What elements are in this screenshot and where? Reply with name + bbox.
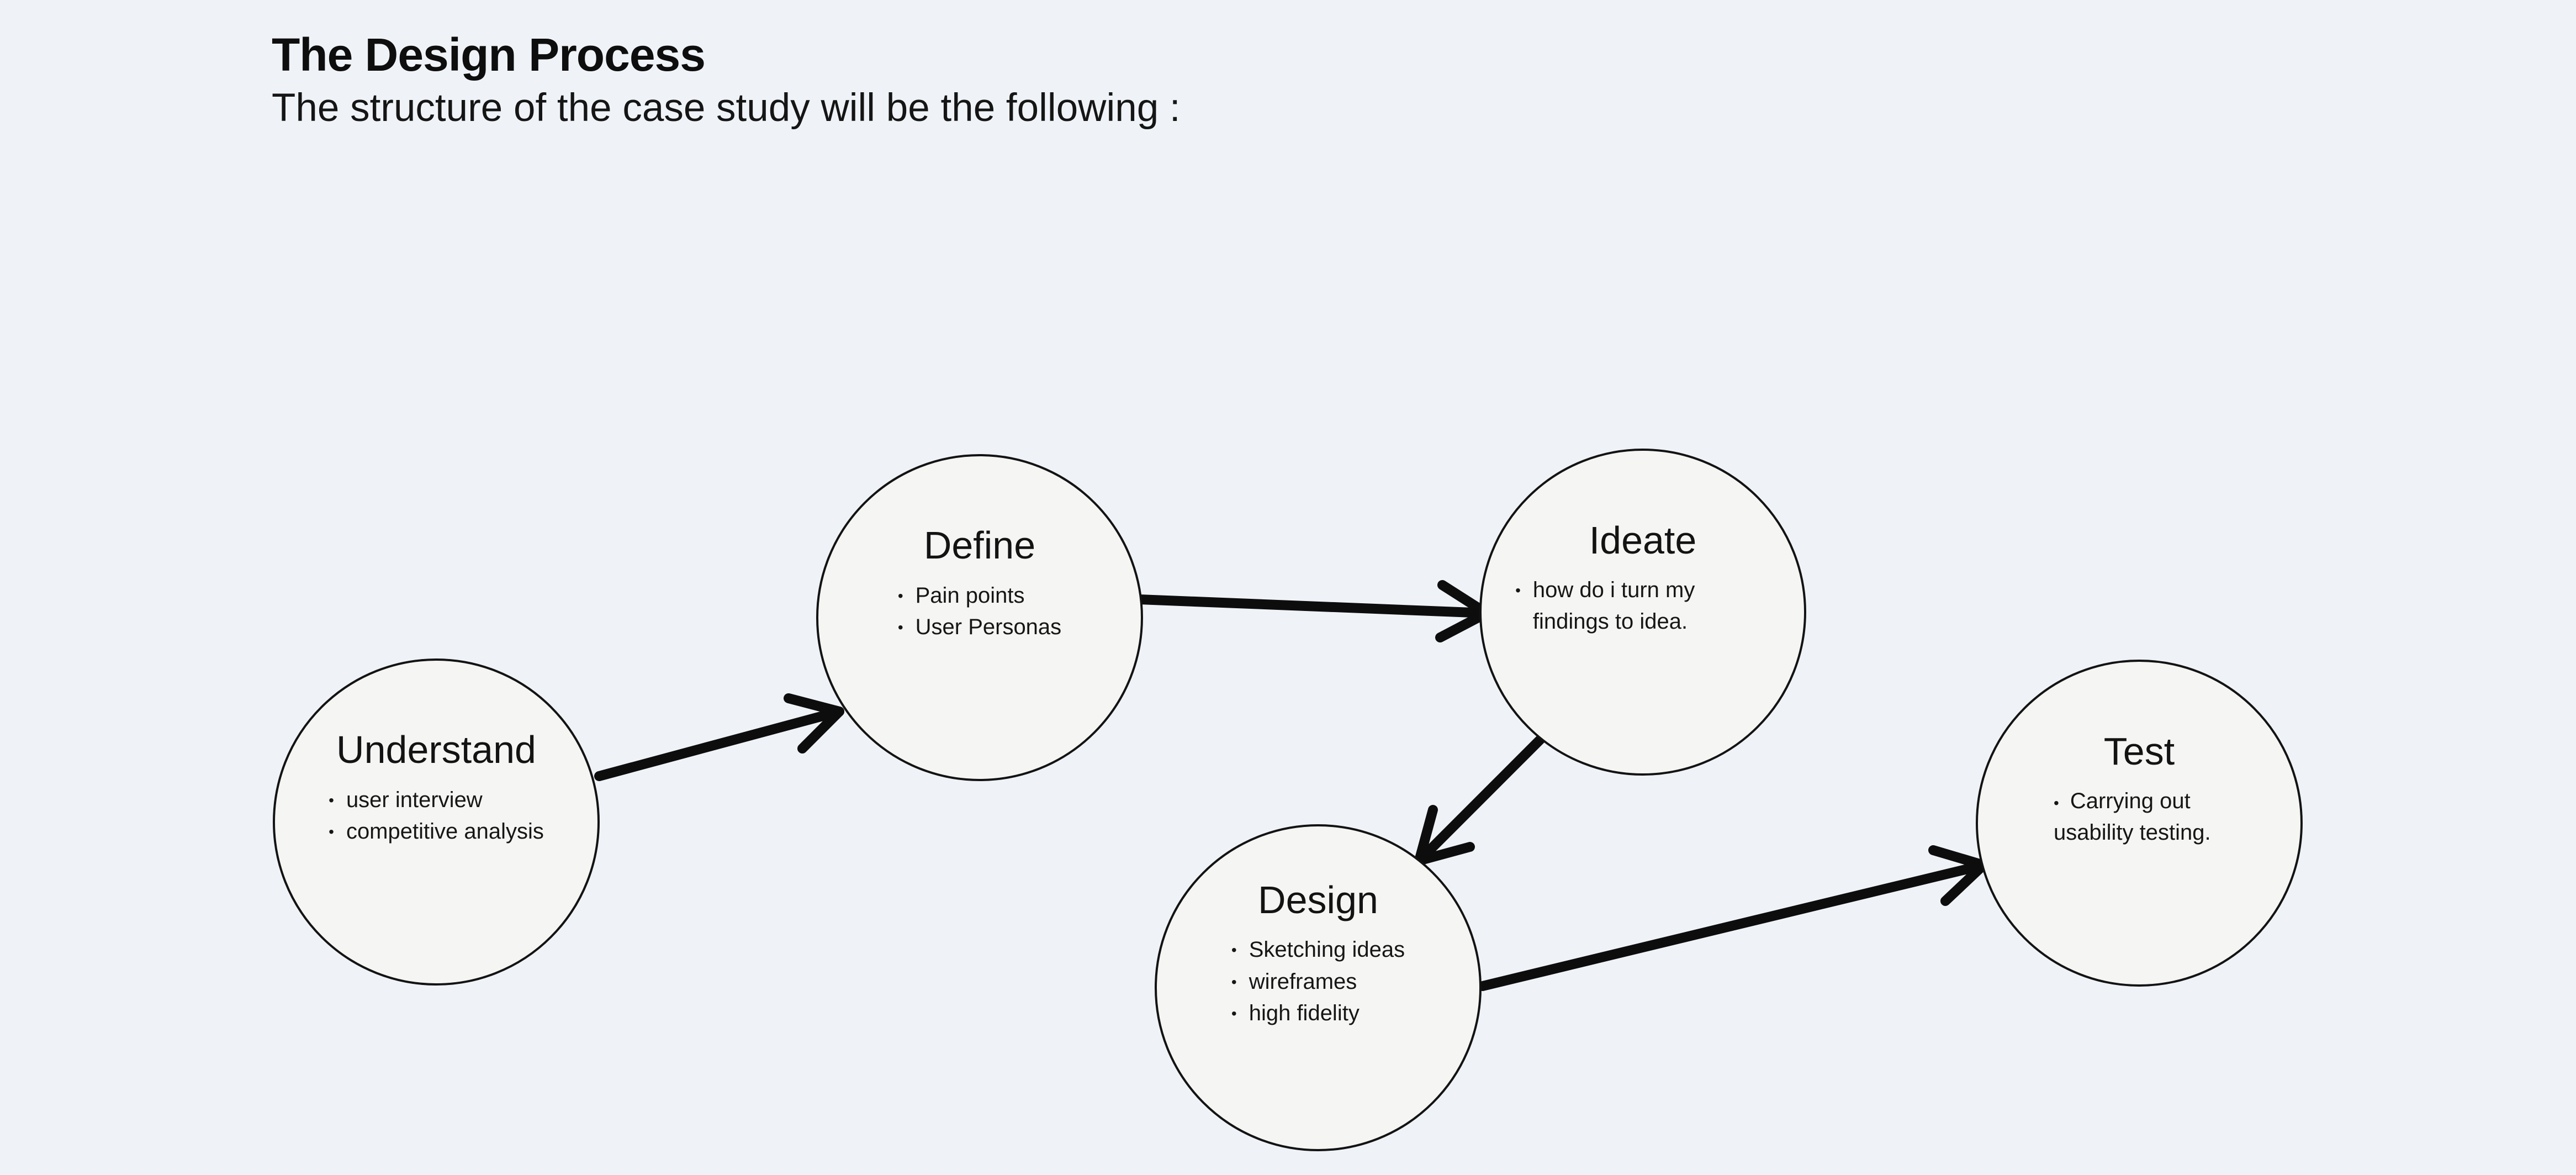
bullet-text: wireframes: [1249, 969, 1357, 994]
bullet-text: competitive analysis: [346, 819, 544, 844]
node-ideate-content: Ideate • how do i turn my findings to id…: [1515, 518, 1770, 637]
page-subtitle: The structure of the case study will be …: [272, 86, 1181, 130]
bullet-item: • wireframes: [1231, 966, 1357, 998]
bullet-item: • Sketching ideas: [1231, 934, 1405, 966]
arrow-define-to-ideate: [1134, 580, 1491, 642]
bullet-text: User Personas: [915, 615, 1062, 640]
node-design-bullets: • Sketching ideas • wireframes • high fi…: [1231, 934, 1405, 1029]
bullet-item: •Carrying out usability testing.: [2054, 786, 2225, 849]
bullet-item: • Pain points: [898, 580, 1025, 612]
bullet-dot: •: [2054, 794, 2059, 812]
node-ideate-bullets: • how do i turn my findings to idea.: [1515, 575, 1770, 637]
bullet-item: • user interview: [329, 784, 483, 816]
bullet-text: Carrying out usability testing.: [2054, 789, 2211, 845]
bullet-item: • high fidelity: [1231, 998, 1360, 1029]
node-define: Define • Pain points • User Personas: [816, 454, 1143, 781]
node-design-content: Design • Sketching ideas • wireframes • …: [1231, 878, 1405, 1030]
bullet-dot: •: [1231, 941, 1237, 959]
bullet-text: user interview: [346, 787, 483, 812]
node-test-content: Test •Carrying out usability testing.: [2054, 729, 2225, 849]
bullet-dot: •: [897, 619, 903, 636]
bullet-dot: •: [1231, 973, 1237, 990]
bullet-item: • how do i turn my findings to idea.: [1515, 575, 1770, 637]
bullet-dot: •: [329, 823, 334, 841]
bullet-item: • competitive analysis: [329, 816, 544, 847]
bullet-dot: •: [1515, 582, 1521, 599]
node-ideate-title: Ideate: [1589, 518, 1697, 562]
node-understand-title: Understand: [336, 728, 536, 772]
bullet-text: Pain points: [915, 583, 1025, 608]
bullet-dot: •: [329, 791, 334, 809]
node-test: Test •Carrying out usability testing.: [1976, 660, 2303, 987]
node-understand-bullets: • user interview • competitive analysis: [329, 784, 544, 848]
header: The Design Process The structure of the …: [272, 29, 1181, 130]
node-understand-content: Understand • user interview • competitiv…: [329, 728, 544, 847]
node-define-bullets: • Pain points • User Personas: [898, 580, 1061, 644]
node-understand: Understand • user interview • competitiv…: [273, 658, 600, 986]
node-define-title: Define: [923, 524, 1036, 567]
node-test-title: Test: [2103, 729, 2175, 773]
bullet-dot: •: [1231, 1004, 1237, 1022]
node-design-title: Design: [1258, 878, 1378, 921]
bullet-text: how do i turn my findings to idea.: [1532, 578, 1695, 634]
page-title: The Design Process: [272, 29, 706, 81]
bullet-text: Sketching ideas: [1249, 937, 1405, 962]
node-ideate: Ideate • how do i turn my findings to id…: [1479, 449, 1806, 776]
arrow-ideate-to-design: [1414, 734, 1546, 866]
node-define-content: Define • Pain points • User Personas: [898, 523, 1061, 643]
bullet-dot: •: [897, 587, 903, 604]
node-design: Design • Sketching ideas • wireframes • …: [1155, 824, 1482, 1151]
arrow-understand-to-define: [594, 693, 844, 781]
bullet-item: • User Personas: [898, 612, 1061, 643]
arrow-design-to-test: [1478, 845, 1988, 991]
bullet-text: high fidelity: [1249, 1000, 1360, 1025]
